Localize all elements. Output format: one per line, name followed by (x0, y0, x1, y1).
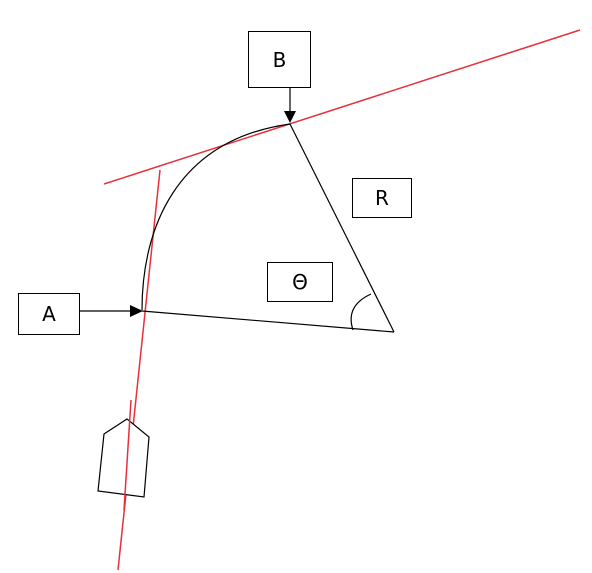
label-theta-box: Θ (267, 262, 333, 302)
label-a-text: A (42, 302, 56, 326)
initial-course-line-overlay (123, 399, 132, 511)
label-b-box: B (248, 31, 311, 88)
radius-line-a (141, 310, 395, 333)
ship-icon (97, 418, 150, 498)
arrow-b-head (284, 111, 296, 123)
angle-arc (350, 293, 372, 331)
label-r-box: R (352, 178, 412, 218)
label-theta-text: Θ (292, 270, 308, 294)
label-b-text: B (272, 47, 287, 72)
arrow-a-head (130, 305, 143, 317)
turn-arc (141, 123, 291, 311)
label-a-box: A (18, 293, 80, 335)
label-r-text: R (375, 186, 389, 210)
radius-line-b (289, 123, 395, 333)
new-course-line (103, 29, 581, 185)
